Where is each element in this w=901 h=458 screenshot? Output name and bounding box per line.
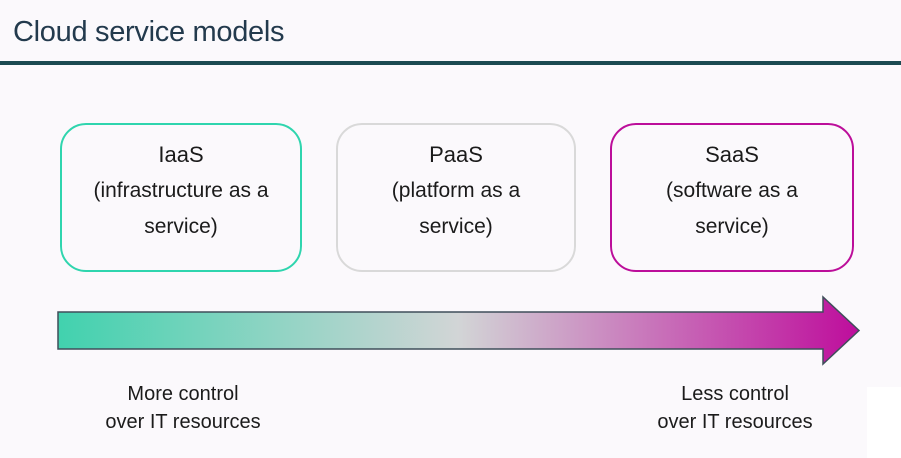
saas-box-description: (software as a service)	[612, 173, 852, 245]
saas-box: SaaS (software as a service)	[610, 123, 854, 272]
more-control-label: More control over IT resources	[62, 380, 304, 436]
service-model-row: IaaS (infrastructure as a service) PaaS …	[60, 123, 854, 272]
saas-description-line1: (software as a	[666, 179, 798, 202]
paas-description-line1: (platform as a	[391, 179, 521, 202]
iaas-description-line2: service)	[144, 215, 218, 238]
saas-box-title: SaaS	[705, 142, 759, 167]
paas-description-line2: service)	[419, 215, 493, 238]
more-control-line2: over IT resources	[105, 411, 261, 433]
page-title: Cloud service models	[13, 16, 285, 48]
iaas-box-title: IaaS	[158, 142, 204, 167]
paas-box: PaaS (platform as a service)	[336, 123, 576, 272]
paas-box-title: PaaS	[429, 142, 483, 167]
more-control-line1: More control	[127, 383, 239, 405]
saas-description-line2: service)	[695, 215, 769, 238]
iaas-description-line1: (infrastructure as a	[93, 179, 269, 202]
control-gradient-arrow	[57, 295, 861, 366]
arrow-shape	[57, 295, 861, 366]
less-control-line2: over IT resources	[657, 411, 813, 433]
corner-highlight	[867, 387, 901, 458]
title-divider	[0, 61, 901, 65]
iaas-box-description: (infrastructure as a service)	[62, 173, 300, 245]
less-control-label: Less control over IT resources	[614, 380, 856, 436]
less-control-line1: Less control	[681, 383, 789, 405]
iaas-box: IaaS (infrastructure as a service)	[60, 123, 302, 272]
paas-box-description: (platform as a service)	[338, 173, 574, 245]
